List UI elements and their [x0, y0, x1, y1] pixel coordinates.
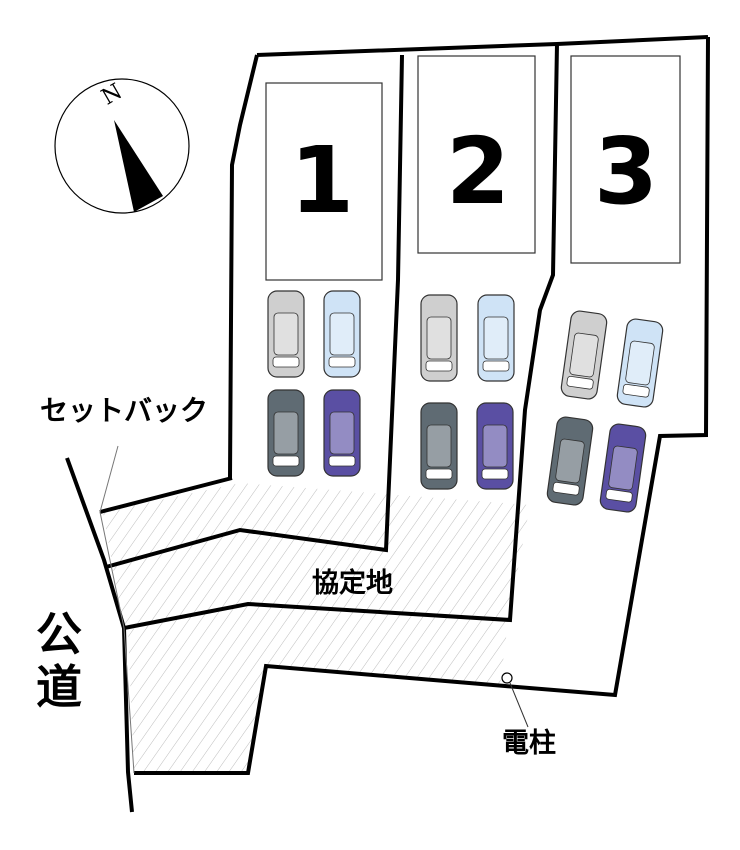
lot-1-building	[265, 82, 383, 281]
agreement-land-area	[103, 483, 530, 773]
car-icon	[267, 290, 305, 378]
setback-line	[99, 445, 135, 774]
utility-pole-icon	[501, 672, 513, 684]
car-icon	[560, 310, 608, 400]
lot-boundaries	[65, 35, 710, 813]
lot-3-building	[570, 55, 681, 264]
car-icon	[546, 416, 594, 506]
car-icon	[599, 423, 647, 513]
utility-pole-leader	[509, 682, 529, 728]
car-icon	[323, 290, 361, 378]
car-icon	[267, 389, 305, 477]
car-icon	[420, 294, 458, 382]
building-footprints	[265, 55, 681, 281]
car-icon	[616, 318, 664, 408]
public-road-label-2: 道	[36, 660, 82, 714]
lot-2-number: 2	[446, 118, 510, 225]
lot-1-number: 1	[290, 127, 354, 234]
utility-pole-label: 電柱	[502, 728, 556, 759]
agreement-land-label: 協定地	[312, 567, 393, 599]
car-icon	[477, 294, 515, 382]
north-arrow-icon	[114, 120, 163, 212]
compass: N	[54, 78, 190, 214]
car-icon	[323, 389, 361, 477]
public-road-label-1: 公	[36, 607, 82, 661]
lot-3-number: 3	[594, 118, 658, 225]
parking-cars	[267, 290, 664, 513]
car-icon	[420, 402, 458, 490]
setback-label: セットバック	[40, 394, 208, 427]
car-icon	[476, 402, 514, 490]
lot-2-building	[417, 55, 536, 254]
